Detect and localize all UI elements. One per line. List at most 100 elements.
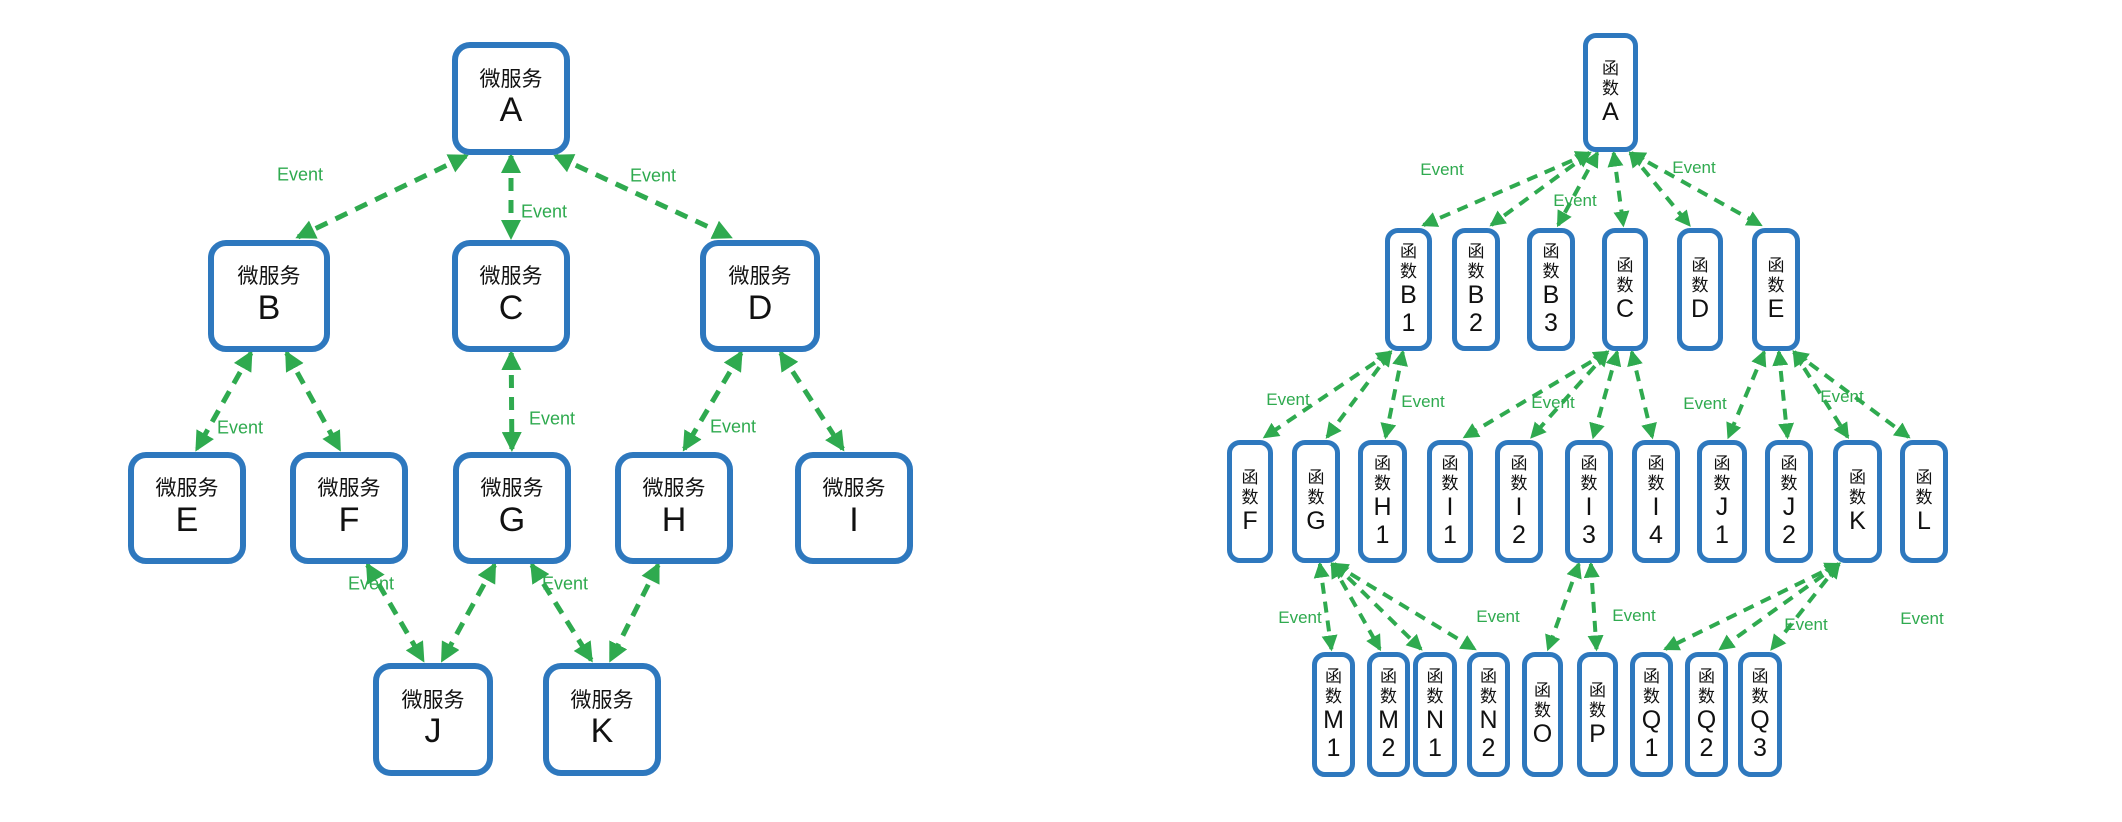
node-label: I	[1515, 492, 1523, 521]
node-label: 2	[1699, 733, 1714, 762]
node-label: B	[1542, 280, 1560, 309]
node-label: J	[1715, 492, 1729, 521]
edge-functions-A-B2	[1489, 151, 1592, 227]
node-label: P	[1589, 719, 1606, 748]
node-label: 函	[1780, 454, 1798, 474]
node-label: 函	[1698, 667, 1715, 687]
node-label: 函	[1426, 667, 1444, 687]
node-label: G	[1306, 506, 1326, 535]
node-label: I	[849, 500, 859, 539]
node-label: 数	[1751, 686, 1769, 706]
node-label: C	[1615, 294, 1635, 323]
node-label: 微服务	[317, 477, 381, 501]
node-label: 1	[1428, 733, 1442, 762]
node-label: 数	[1426, 686, 1444, 706]
node-label: 函	[1713, 454, 1731, 474]
node-label: 数	[1580, 473, 1598, 493]
node-label: 数	[1691, 275, 1709, 295]
event-label-functions-10: Event	[1612, 606, 1656, 625]
node-label: 1	[1375, 520, 1390, 549]
node-label: 数	[1542, 261, 1560, 281]
node-label: 2	[1381, 733, 1396, 762]
node-label: 函	[1374, 454, 1391, 474]
node-label: 数	[1400, 261, 1417, 281]
edge-functions-C-I3	[1589, 349, 1622, 440]
edge-microservices-C-G	[501, 350, 522, 452]
node-label: 函	[1400, 242, 1417, 262]
edge-functions-E-L	[1792, 350, 1911, 439]
node-label: 1	[1401, 308, 1416, 337]
event-label-microservices-5: Event	[709, 416, 757, 437]
edge-functions-C-I4	[1627, 349, 1657, 440]
node-label: 数	[1589, 700, 1606, 720]
node-label: 数	[1643, 686, 1660, 706]
node-label: 2	[1481, 733, 1496, 762]
edge-functions-A-E	[1629, 151, 1763, 227]
event-label-functions-8: Event	[1278, 608, 1322, 627]
node-label: 数	[1647, 473, 1665, 493]
node-label: 数	[1467, 261, 1485, 281]
node-label: 微服务	[570, 688, 634, 712]
edge-functions-G-M1	[1313, 561, 1338, 652]
node-label: 微服务	[642, 477, 706, 501]
node-label: O	[1532, 719, 1553, 748]
event-label-functions-7: Event	[1820, 387, 1864, 406]
edge-microservices-H-K	[608, 562, 661, 663]
edge-functions-B1-H1	[1380, 349, 1408, 440]
event-label-functions-6: Event	[1683, 394, 1727, 413]
node-label: E	[1767, 294, 1785, 323]
edge-functions-E-J2	[1772, 349, 1795, 440]
node-label: 数	[1698, 686, 1715, 706]
node-label: B	[1467, 280, 1485, 309]
edge-functions-B1-G	[1325, 350, 1393, 439]
event-label-microservices-3: Event	[216, 417, 264, 438]
node-label: 数	[1510, 473, 1528, 493]
node-label: Q	[1641, 705, 1662, 734]
node-label: I	[1446, 492, 1454, 521]
node-label: 微服务	[728, 265, 792, 289]
edge-microservices-D-I	[778, 350, 845, 452]
node-label: 函	[1602, 59, 1619, 79]
event-label-functions-12: Event	[1900, 609, 1944, 628]
node-label: H	[1373, 492, 1392, 521]
node-label: M	[1378, 705, 1399, 734]
node-label: 数	[1849, 487, 1866, 507]
node-label: 数	[1616, 275, 1634, 295]
node-label: 1	[1715, 520, 1729, 549]
node-label: 函	[1380, 667, 1397, 687]
node-label: 2	[1469, 308, 1483, 337]
event-label-functions-9: Event	[1476, 607, 1520, 626]
node-label: F	[1242, 506, 1258, 535]
node-label: I	[1652, 492, 1660, 521]
node-label: 1	[1644, 733, 1659, 762]
node-label: 微服务	[479, 265, 543, 289]
node-label: 数	[1713, 473, 1731, 493]
node-label: 函	[1441, 454, 1459, 474]
edge-microservices-D-H	[682, 350, 744, 452]
edge-microservices-B-E	[194, 350, 254, 452]
node-label: 4	[1649, 520, 1663, 549]
